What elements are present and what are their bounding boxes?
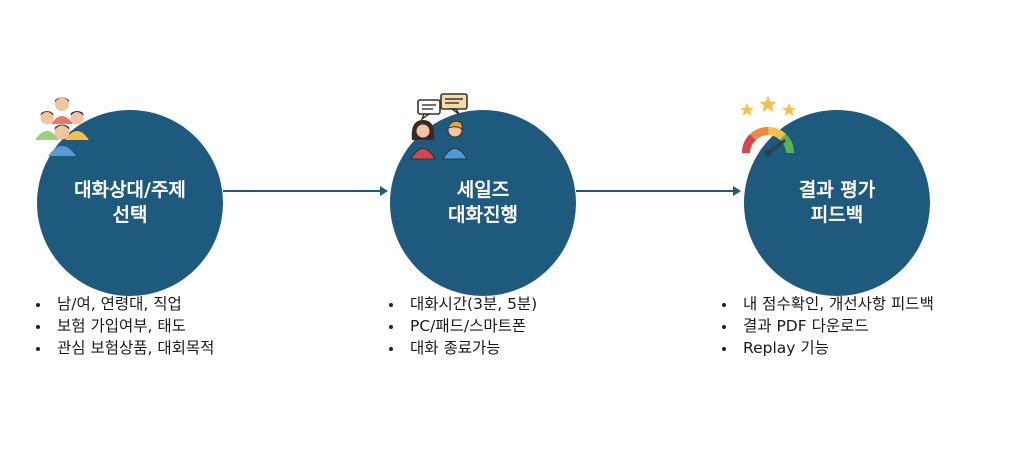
step-3-title-line2: 피드백 (810, 204, 864, 226)
step-1-title-line1: 대화상대/주제 (74, 179, 186, 201)
step-3-title-line1: 결과 평가 (798, 179, 876, 201)
list-item: 남/여, 연령대, 직업 (33, 293, 214, 315)
arrow-1-to-2 (223, 186, 388, 196)
step-1-title-line2: 선택 (112, 204, 148, 226)
step-2-title-line2: 대화진행 (448, 204, 518, 226)
list-item: 내 점수확인, 개선사항 피드백 (719, 293, 934, 315)
step-2-bullet-list: 대화시간(3분, 5분) PC/패드/스마트폰 대화 종료가능 (386, 293, 537, 359)
list-item: PC/패드/스마트폰 (386, 315, 537, 337)
list-item: 대화시간(3분, 5분) (386, 293, 537, 315)
step-3-circle: 결과 평가 피드백 (744, 110, 930, 296)
list-item: 대화 종료가능 (386, 337, 537, 359)
list-item: 관심 보험상품, 대회목적 (33, 337, 214, 359)
step-2-circle: 세일즈 대화진행 (390, 110, 576, 296)
star-icon (759, 96, 777, 112)
arrow-2-to-3 (576, 186, 741, 196)
list-item: Replay 기능 (719, 337, 934, 359)
star-icon (782, 103, 796, 116)
rating-gauge-icon (740, 96, 796, 157)
step-3-bullet-list: 내 점수확인, 개선사항 피드백 결과 PDF 다운로드 Replay 기능 (719, 293, 934, 359)
conversation-icon (410, 93, 468, 160)
list-item: 결과 PDF 다운로드 (719, 315, 934, 337)
star-icon (740, 103, 754, 116)
step-2-title-line1: 세일즈 (456, 179, 510, 201)
step-1-bullet-list: 남/여, 연령대, 직업 보험 가입여부, 태도 관심 보험상품, 대회목적 (33, 293, 214, 359)
step-1-circle: 대화상대/주제 선택 (37, 110, 223, 296)
people-group-icon (35, 97, 89, 156)
list-item: 보험 가입여부, 태도 (33, 315, 214, 337)
